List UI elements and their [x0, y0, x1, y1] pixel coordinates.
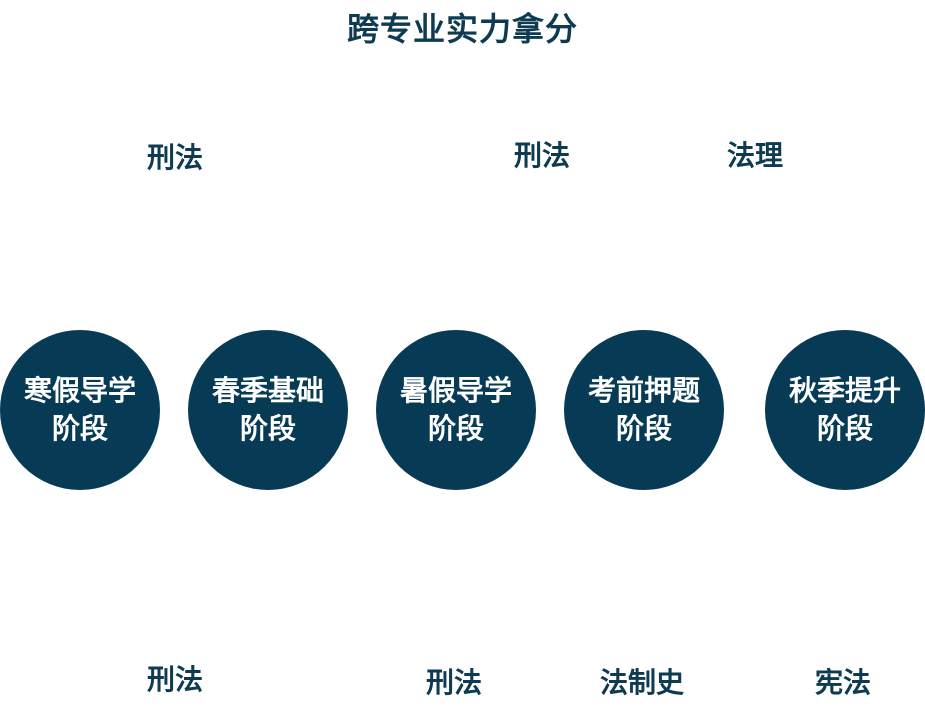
stage-line1: 考前押题 — [587, 374, 700, 407]
stage-circle-pre-exam: 考前押题 阶段 — [564, 330, 724, 490]
bottom-label-2: 刑法 — [425, 666, 483, 699]
stage-line1: 暑假导学 — [399, 374, 512, 407]
stage-line2: 阶段 — [615, 412, 672, 445]
bottom-label-4: 宪法 — [814, 666, 872, 699]
bottom-label-1: 刑法 — [146, 663, 204, 696]
top-label-2: 刑法 — [513, 139, 571, 172]
stage-line2: 阶段 — [51, 412, 108, 445]
top-label-1: 刑法 — [146, 141, 204, 174]
stage-line1: 秋季提升 — [788, 374, 901, 407]
top-label-3: 法理 — [726, 139, 784, 172]
stage-line2: 阶段 — [427, 412, 484, 445]
stage-line1: 春季基础 — [211, 374, 324, 407]
stage-line2: 阶段 — [816, 412, 873, 445]
stage-line2: 阶段 — [239, 412, 296, 445]
stage-line1: 寒假导学 — [23, 374, 136, 407]
stage-circle-spring-basic: 春季基础 阶段 — [188, 330, 348, 490]
bottom-label-3: 法制史 — [599, 666, 685, 699]
stage-circle-summer-intro: 暑假导学 阶段 — [376, 330, 536, 490]
diagram-title: 跨专业实力拿分 — [346, 10, 578, 48]
stage-circle-winter-intro: 寒假导学 阶段 — [0, 330, 160, 490]
stage-circle-autumn-boost: 秋季提升 阶段 — [765, 330, 925, 490]
